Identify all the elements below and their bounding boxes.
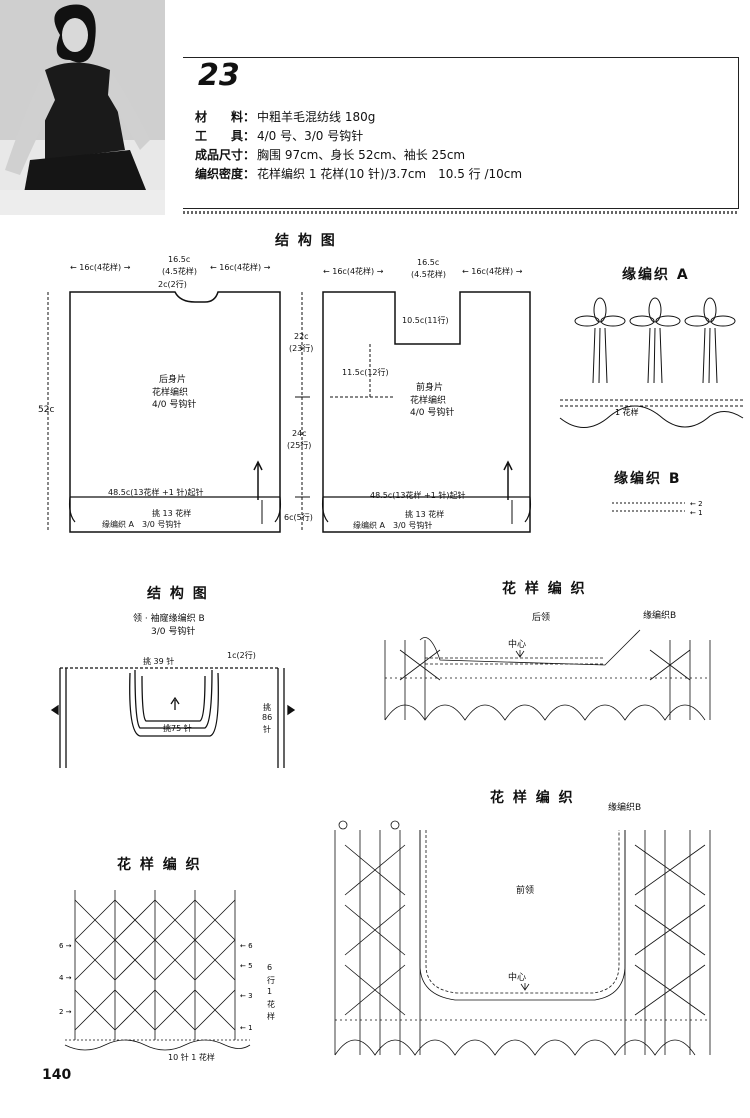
- front-top-mid-dim: 16.5c: [417, 258, 440, 267]
- front-lower-rows: (25行): [287, 441, 312, 450]
- edge-a-motif-2: [629, 297, 681, 384]
- structure-title-2: 结 构 图: [147, 586, 209, 602]
- front-neck-width: 10.5c(11行): [402, 316, 449, 325]
- back-neck-chart: [384, 629, 711, 721]
- materials-row: 材 料：中粗羊毛混纺线 180g: [195, 108, 375, 125]
- edge-a-repeat-label: 1 花样: [615, 407, 639, 417]
- neck-rows: 1c(2行): [227, 651, 256, 660]
- front-neck-chart: [334, 820, 711, 1056]
- gauge-label: 编织密度：: [195, 167, 256, 181]
- back-neck-label: 后领: [532, 613, 551, 623]
- pattern-title-left: 花 样 编 织: [117, 857, 202, 873]
- pattern-repeat-label: 10 针 1 花样: [168, 1053, 215, 1062]
- page-number: 140: [42, 1067, 72, 1083]
- sleeve-pick-2: 86: [262, 713, 273, 722]
- back-pick: 挑 13 花样: [152, 509, 192, 518]
- pattern-title-right-bottom: 花 样 编 织: [490, 790, 575, 806]
- front-top-right-dim: ← 16c(4花样) →: [462, 267, 523, 276]
- sleeve-pick-1: 挑: [263, 703, 271, 712]
- size-value: 胸围 97cm、身长 52cm、袖长 25cm: [257, 148, 466, 162]
- back-panel-name: 后身片: [159, 375, 187, 385]
- edge-a-chart: 1 花样: [559, 297, 744, 428]
- back-neck-rows: 2c(2行): [158, 280, 187, 289]
- back-top-left-dim: ← 16c(4花样) →: [70, 263, 131, 272]
- center-label: 中心: [508, 640, 527, 650]
- front-neck-depth: 11.5c(12行): [342, 368, 389, 377]
- center-label-2: 中心: [508, 973, 527, 983]
- materials-value: 中粗羊毛混纺线 180g: [257, 110, 376, 124]
- neck-sleeve-hook: 3/0 号钩针: [151, 627, 196, 637]
- front-panel-pattern: 花样编织: [410, 396, 447, 406]
- svg-text:2 →: 2 →: [59, 1008, 72, 1016]
- back-top-mid-dim-2: (4.5花样): [162, 267, 197, 276]
- back-top-right-dim: ← 16c(4花样) →: [210, 263, 271, 272]
- pattern-rows-5: 样: [267, 1012, 275, 1021]
- pattern-rows-1: 6: [267, 963, 273, 972]
- front-top-mid-dim-2: (4.5花样): [411, 270, 446, 279]
- back-hem-line: [68, 496, 282, 523]
- gauge-value: 花样编织 1 花样(10 针)/3.7cm 10.5 行 /10cm: [257, 167, 523, 181]
- svg-text:← 6: ← 6: [240, 942, 253, 950]
- front-panel-name: 前身片: [416, 383, 444, 393]
- front-edge: 缘编织 A 3/0 号钩针: [353, 521, 433, 530]
- edge-a-motif-3: [684, 297, 736, 384]
- svg-text:← 1: ← 1: [690, 509, 703, 517]
- size-label: 成品尺寸：: [195, 148, 256, 162]
- front-upper-dim: 22c: [294, 332, 309, 341]
- size-row: 成品尺寸：胸围 97cm、身长 52cm、袖长 25cm: [195, 146, 465, 163]
- back-panel-outline: [69, 291, 281, 533]
- tools-value: 4/0 号、3/0 号钩针: [257, 129, 364, 143]
- pattern-title-right-top: 花 样 编 织: [502, 581, 587, 597]
- front-panel-outline: [322, 291, 531, 533]
- front-panel-hook: 4/0 号钩针: [410, 408, 455, 418]
- svg-text:4 →: 4 →: [59, 974, 72, 982]
- neck-pick-top: 挑 39 针: [143, 657, 175, 666]
- pattern-rows-2: 行: [267, 976, 275, 985]
- main-pattern-chart: 6 → 4 → 2 → ← 6 ← 5 ← 3 ← 1: [59, 890, 253, 1051]
- back-height: 52c: [38, 405, 55, 415]
- front-lower-dim: 24c: [292, 429, 307, 438]
- svg-text:← 3: ← 3: [240, 992, 253, 1000]
- neck-sleeve-diagram: [50, 667, 296, 768]
- front-upper-rows: (23行): [289, 344, 314, 353]
- pattern-rows-3: 1: [267, 987, 273, 996]
- svg-text:6 →: 6 →: [59, 942, 72, 950]
- svg-text:← 5: ← 5: [240, 962, 253, 970]
- front-top-left-dim: ← 16c(4花样) →: [323, 267, 384, 276]
- info-box: [183, 57, 739, 214]
- back-bottom-stitch: 48.5c(13花样 +1 针)起针: [108, 488, 204, 497]
- sleeve-pick-3: 针: [263, 725, 271, 734]
- pattern-number: 23: [198, 58, 240, 93]
- svg-text:← 1: ← 1: [240, 1024, 253, 1032]
- front-neck-label: 前领: [516, 886, 535, 896]
- model-photo: [0, 0, 165, 215]
- edge-b-title: 缘编织 B: [614, 471, 682, 487]
- edge-b-label-2: 缘编织B: [608, 803, 642, 813]
- tools-row: 工 具：4/0 号、3/0 号钩针: [195, 127, 363, 144]
- edge-a-title: 缘编织 A: [622, 267, 690, 283]
- structure-title-1: 结 构 图: [275, 233, 337, 249]
- edge-b-chart: ← 2 ← 1: [612, 500, 703, 517]
- front-pick: 挑 13 花样: [405, 510, 445, 519]
- front-hem-line: [321, 496, 532, 523]
- back-edge: 缘编织 A 3/0 号钩针: [102, 520, 182, 529]
- tools-label: 工 具：: [195, 129, 256, 143]
- neck-sleeve-title: 领 · 袖窿缘编织 B: [133, 614, 205, 624]
- front-bottom-stitch: 48.5c(13花样 +1 针)起针: [370, 491, 466, 500]
- svg-text:← 2: ← 2: [690, 500, 703, 508]
- materials-label: 材 料：: [195, 110, 256, 124]
- back-top-mid-dim: 16.5c: [168, 255, 191, 264]
- pattern-rows-4: 花: [267, 1000, 275, 1009]
- front-hem-dim: 6c(5行): [284, 513, 313, 522]
- neck-pick-bottom: 挑75 针: [163, 724, 192, 733]
- model-photo-illustration: [0, 0, 165, 215]
- edge-a-motif-1: [574, 297, 626, 384]
- body-panels-diagram: [47, 291, 532, 533]
- back-panel-hook: 4/0 号钩针: [152, 400, 197, 410]
- back-panel-pattern: 花样编织: [152, 388, 189, 398]
- edge-b-label: 缘编织B: [643, 611, 677, 621]
- gauge-row: 编织密度：花样编织 1 花样(10 针)/3.7cm 10.5 行 /10cm: [195, 165, 522, 182]
